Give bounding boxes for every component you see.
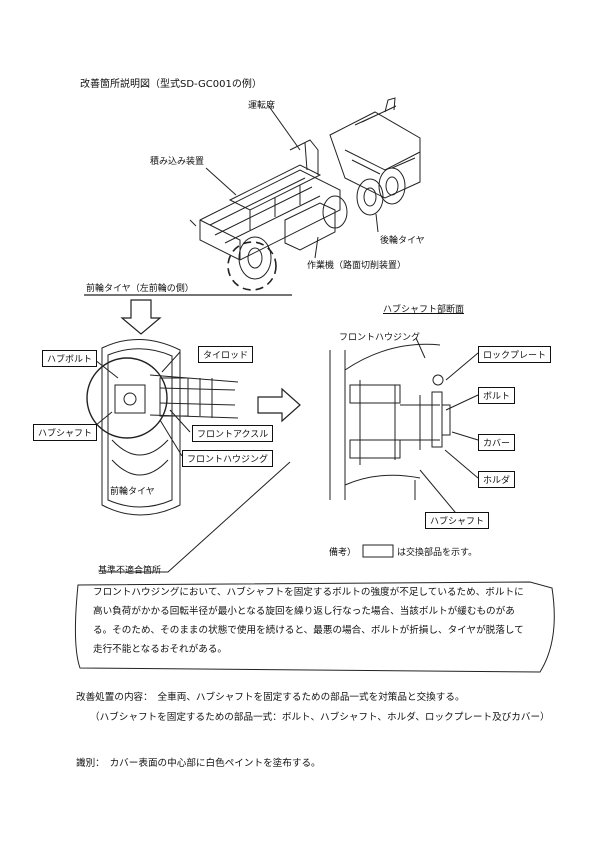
replacement-part-legend-box — [362, 544, 394, 558]
label-nonconformity: 基準不適合箇所 — [98, 566, 162, 576]
label-section-front-housing: フロントハウジング — [339, 333, 421, 343]
truck-drawing — [84, 97, 421, 296]
hub-detail-drawing — [86, 339, 239, 516]
remedy-line-2: （ハブシャフトを固定するための部品一式：ボルト、ハブシャフト、ホルダ、ロックプレ… — [90, 712, 550, 723]
label-hub-bolt: ハブボルト — [42, 350, 98, 367]
nonconform-leader — [102, 461, 291, 573]
label-hub-shaft: ハブシャフト — [33, 424, 98, 441]
remark-suffix: は交換部品を示す。 — [397, 548, 478, 558]
identification: 識別： カバー表面の中心部に白色ペイントを塗布する。 — [76, 758, 321, 769]
label-section-hub-shaft: ハブシャフト — [425, 512, 490, 529]
section-title: ハブシャフト部断面 — [383, 305, 465, 315]
label-front-tire-side: 前輪タイヤ（左前輪の側） — [86, 284, 194, 294]
label-front-axle: フロントアクスル — [192, 425, 274, 442]
label-driver-seat: 運転席 — [248, 101, 276, 111]
page-title: 改善箇所説明図（型式SD-GC001の例） — [80, 79, 262, 90]
note-box-outline — [74, 581, 555, 673]
label-cover: カバー — [478, 434, 516, 451]
down-arrow — [120, 299, 162, 335]
hub-section-drawing — [329, 337, 479, 519]
right-arrow — [257, 387, 301, 423]
remedy-line-1: 改善処置の内容： 全車両、ハブシャフトを固定するための部品一式を対策品と交換する… — [76, 692, 465, 703]
label-lock-plate: ロックプレート — [478, 346, 552, 363]
label-tie-rod: タイロッド — [198, 346, 254, 363]
label-work-machine: 作業機（路面切削装置） — [307, 261, 407, 271]
label-front-tire: 前輪タイヤ — [110, 487, 155, 497]
label-holder: ホルダ — [478, 471, 516, 488]
label-bolt: ボルト — [478, 387, 516, 404]
label-loader: 積み込み装置 — [150, 157, 205, 167]
label-rear-tire: 後輪タイヤ — [380, 236, 425, 246]
remark-prefix: 備考） — [329, 548, 357, 558]
defect-description: フロントハウジングにおいて、ハブシャフトを固定するボルトの強度が不足しているため… — [93, 587, 524, 655]
label-front-housing: フロントハウジング — [182, 450, 274, 467]
